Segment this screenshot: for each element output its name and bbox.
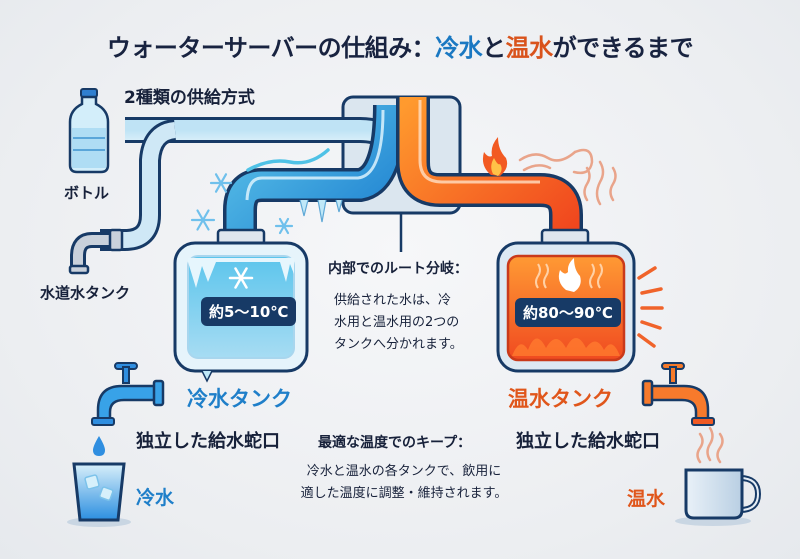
keep-heading: 最適な温度でのキープ： — [318, 435, 472, 451]
heat-wave-icon — [518, 148, 617, 206]
bottle-label: ボトル — [64, 184, 110, 202]
cold-tank-snowflake-icon — [228, 267, 254, 289]
hot-water-label: 温水 — [627, 488, 666, 510]
cold-pipe — [223, 104, 407, 236]
title-suffix: ができるまで — [552, 34, 694, 62]
heat-rays-icon — [637, 266, 664, 348]
flame-icon — [482, 137, 508, 176]
water-drop-icon — [93, 436, 105, 456]
supply-heading: 2種類の供給方式 — [124, 88, 255, 108]
title-joiner: と — [482, 34, 506, 62]
cold-faucet-label: 独立した給水蛇口 — [136, 431, 280, 452]
title-hot-word: 温水 — [505, 34, 554, 62]
route-line: タンクへ分かれます。 — [334, 337, 463, 352]
keep-line: 適した温度に調整・維持されます。 — [300, 486, 508, 501]
route-line: 水用と温水用の2つの — [334, 315, 460, 330]
hot-faucet-icon — [641, 362, 715, 426]
cold-faucet-icon — [91, 362, 165, 426]
tap-water-faucet-icon — [68, 228, 124, 275]
title-cold-word: 冷水 — [435, 34, 483, 62]
hot-tank-flame-icon — [558, 258, 581, 292]
keep-description: 冷水と温水の各タンクで、飲用に 適した温度に調整・維持されます。 — [290, 461, 518, 505]
hot-faucet-label: 独立した給水蛇口 — [516, 431, 660, 452]
title-prefix: ウォーターサーバーの仕組み： — [106, 34, 436, 62]
hot-water-mug-icon — [675, 468, 762, 526]
hot-pipe — [396, 97, 583, 236]
hot-temperature-badge: 約80～90℃ — [515, 298, 621, 327]
cold-tank-label: 冷水タンク — [187, 387, 292, 411]
cold-water-label: 冷水 — [136, 487, 175, 509]
snowflake-icon — [190, 173, 294, 235]
keep-line: 冷水と温水の各タンクで、飲用に — [306, 464, 502, 479]
route-line: 供給された水は、冷 — [334, 293, 452, 308]
cold-temperature-badge: 約5～10℃ — [201, 297, 297, 326]
route-description: 供給された水は、冷 水用と温水用の2つの タンクへ分かれます。 — [334, 290, 463, 356]
page-title: ウォーターサーバーの仕組み：冷水と温水ができるまで — [0, 28, 800, 63]
water-bottle-icon — [68, 88, 110, 174]
hot-tank-label: 温水タンク — [508, 387, 613, 411]
steam-icon — [696, 426, 724, 464]
cold-water-glass-icon — [67, 462, 131, 527]
tap-water-label: 水道水タンク — [40, 284, 131, 302]
hot-tank-steam-icon — [535, 263, 603, 289]
route-heading: 内部でのルート分岐： — [328, 261, 468, 277]
cold-wind-icon — [246, 148, 330, 172]
